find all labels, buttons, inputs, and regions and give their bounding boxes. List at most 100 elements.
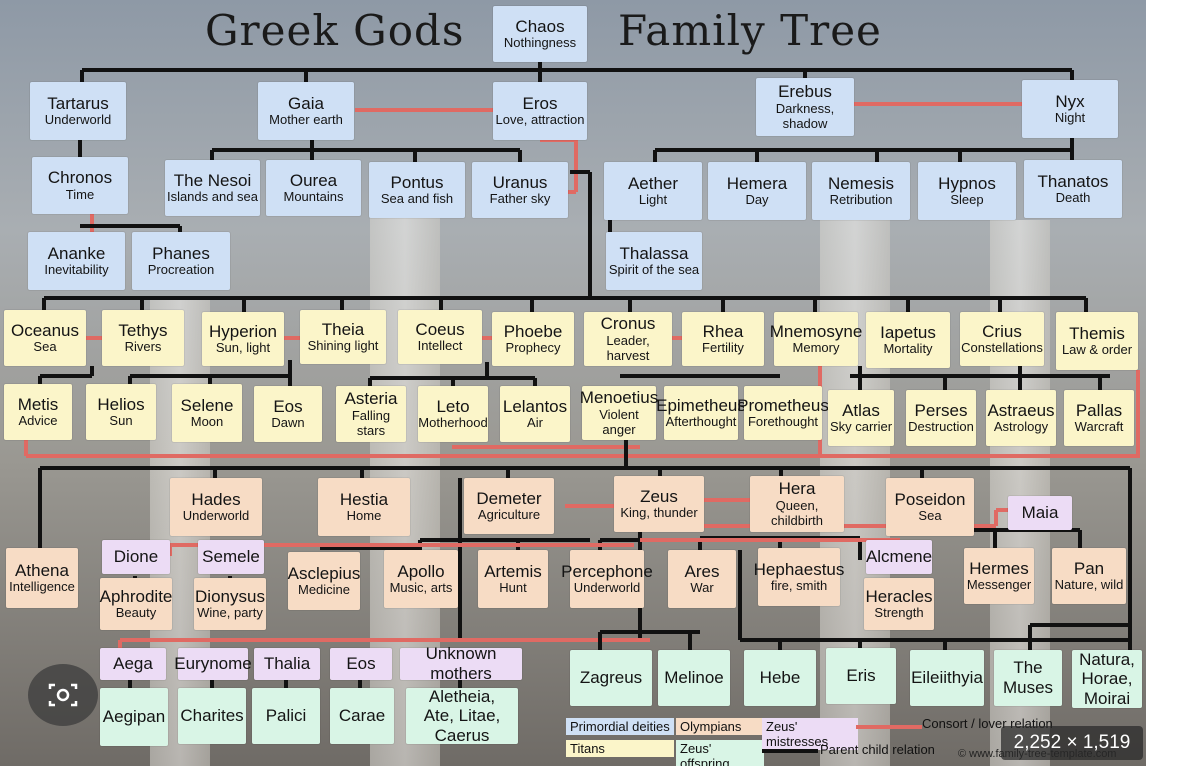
legend-offspring: Zeus' offspring: [676, 740, 764, 766]
title-greek-gods: Greek Gods: [205, 6, 465, 55]
node-aletheia-ate-litae-caerus: Aletheia, Ate, Litae, Caerus: [406, 687, 518, 745]
legend-olympians: Olympians: [676, 718, 764, 735]
node-charites: Charites: [178, 688, 246, 744]
camera-lens-icon[interactable]: [28, 664, 98, 726]
node-eos-mistress: Eos: [330, 648, 392, 680]
node-melinoe: Melinoe: [658, 650, 730, 706]
node-eileithyia: Eileiithyia: [910, 650, 984, 706]
node-aega: Aega: [100, 648, 166, 680]
legend-parent-label: Parent child relation: [820, 742, 935, 757]
node-unknown-mothers: Unknown mothers: [400, 644, 522, 683]
legend: Primordial deities Titans Olympians Zeus…: [566, 714, 1146, 766]
node-eris: Eris: [826, 648, 896, 704]
node-palici: Palici: [252, 688, 320, 744]
node-hebe: Hebe: [744, 650, 816, 706]
node-maia: Maia: [1008, 496, 1072, 530]
node-natura-horae-moirai: Natura, Horae, Moirai: [1072, 650, 1142, 708]
relation-lines: [24, 62, 1140, 688]
camera-lens-glyph: [48, 683, 78, 707]
node-thalia: Thalia: [254, 648, 320, 680]
node-eurynome: Eurynome: [174, 648, 252, 680]
node-alcmene: Alcmene: [866, 540, 932, 574]
node-dione: Dione: [102, 540, 170, 574]
legend-parent-line: [762, 749, 818, 753]
legend-titans: Titans: [566, 740, 674, 757]
legend-consort-line: [856, 725, 922, 729]
node-carae: Carae: [330, 688, 394, 744]
image-dimensions-badge: 2,252 × 1,519: [1001, 726, 1143, 760]
legend-mistresses: Zeus' mistresses: [762, 718, 858, 750]
node-the-muses: The Muses: [994, 650, 1062, 706]
page-margin: [1146, 0, 1178, 766]
node-aegipan: Aegipan: [100, 688, 168, 746]
title-family-tree: Family Tree: [618, 6, 882, 55]
legend-primordial: Primordial deities: [566, 718, 674, 735]
node-semele: Semele: [198, 540, 264, 574]
node-zagreus: Zagreus: [570, 650, 652, 706]
